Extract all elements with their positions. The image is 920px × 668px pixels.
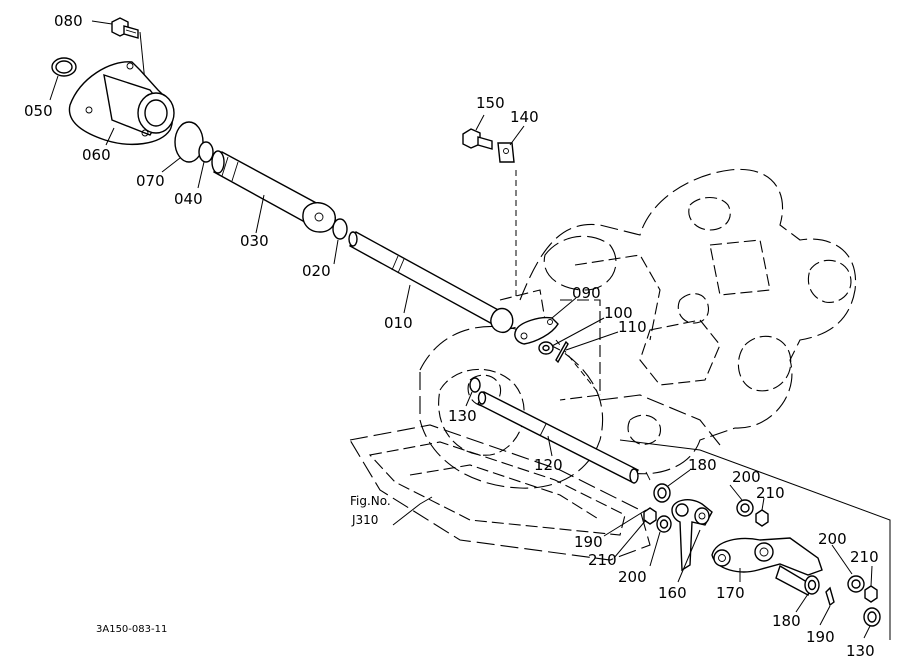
part-070-o-ring (174, 121, 204, 163)
axis-line (619, 439, 891, 640)
callout-120: 120 (534, 456, 563, 474)
part-160-link-arm (671, 499, 713, 572)
callout-200-upper: 200 (732, 468, 761, 486)
part-180-collar-upper (653, 483, 671, 503)
part-210-nut-mid (755, 509, 769, 527)
figure-reference-number: J310 (351, 513, 378, 527)
part-210-nut-left (643, 507, 657, 525)
callout-110: 110 (618, 318, 647, 336)
drawing-number: 3A150-083-11 (96, 624, 167, 635)
callout-150: 150 (476, 94, 505, 112)
callout-140: 140 (510, 108, 539, 126)
callout-180-upper: 180 (688, 456, 717, 474)
part-180-collar-lower (804, 575, 820, 595)
part-120-shaft (477, 391, 639, 484)
callout-160: 160 (658, 584, 687, 602)
part-130-ring-upper (469, 377, 481, 393)
part-100-washer (538, 341, 554, 355)
part-050-snap-ring (51, 57, 77, 77)
callout-180-lower: 180 (772, 612, 801, 630)
part-130-ring-lower (863, 607, 881, 627)
part-190-pin-upper (645, 471, 651, 481)
part-110-split-pin (555, 340, 569, 364)
callout-030: 030 (240, 232, 269, 250)
part-060-flange-housing (68, 61, 175, 145)
callout-labels: 080 050 060 070 040 030 020 010 150 140 … (24, 12, 879, 660)
callout-190-lower: 190 (806, 628, 835, 646)
callout-080: 080 (54, 12, 83, 30)
callout-090: 090 (572, 284, 601, 302)
figure-reference: Fig.No. J310 (350, 494, 391, 527)
callout-190-left: 190 (574, 533, 603, 551)
callout-210-right: 210 (850, 548, 879, 566)
callout-050: 050 (24, 102, 53, 120)
part-200-bushing-left (656, 515, 672, 533)
callout-020: 020 (302, 262, 331, 280)
part-150-bolt (462, 128, 493, 150)
callout-130-upper: 130 (448, 407, 477, 425)
part-040-o-ring (198, 141, 214, 163)
callout-130-lower: 130 (846, 642, 875, 660)
part-010-shaft (348, 231, 514, 333)
callout-200-left: 200 (618, 568, 647, 586)
callout-010: 010 (384, 314, 413, 332)
part-030-sleeve (211, 150, 336, 233)
part-210-nut-right (864, 585, 878, 603)
callout-210-upper: 210 (756, 484, 785, 502)
leader-lines (49, 20, 873, 639)
part-020-o-ring (332, 218, 348, 240)
part-080-bolt (111, 17, 139, 39)
part-200-bushing-right (847, 575, 865, 593)
callout-210-left: 210 (588, 551, 617, 569)
callout-060: 060 (82, 146, 111, 164)
part-170-lever (711, 537, 823, 596)
part-140-lock-plate (497, 142, 515, 163)
part-200-bushing-mid (736, 499, 754, 517)
callout-200-right: 200 (818, 530, 847, 548)
callout-040: 040 (174, 190, 203, 208)
callout-070: 070 (136, 172, 165, 190)
part-190-pin-lower (825, 586, 835, 607)
figure-reference-label: Fig.No. (350, 494, 391, 508)
callout-100: 100 (604, 304, 633, 322)
callout-170: 170 (716, 584, 745, 602)
part-090-arm (514, 316, 559, 345)
